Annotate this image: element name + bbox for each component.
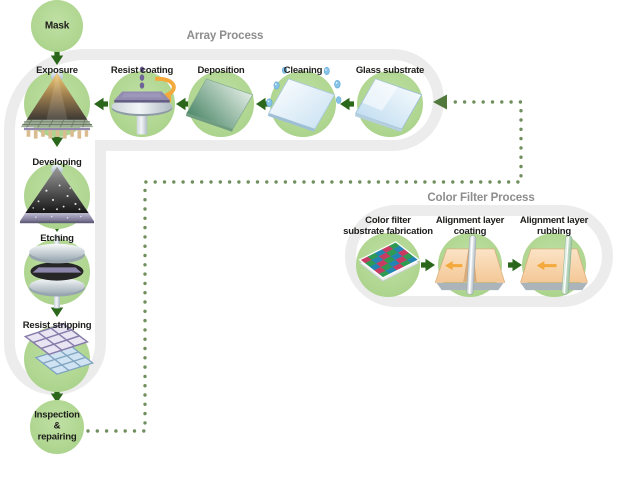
cleaning-label: Cleaning (283, 64, 323, 76)
array-process-title: Array Process (186, 30, 264, 42)
resist-coating-circle (109, 66, 176, 137)
alignment-layer-rubbing-circle (520, 233, 588, 297)
rgb-mosaic-plate-icon (358, 241, 421, 282)
inspection-repairing-label: Inspection & repairing (34, 409, 80, 443)
developing-circle (20, 163, 94, 229)
cleaning-spray-icon (266, 66, 342, 132)
mask-label: Mask (44, 20, 70, 32)
alignment-layer-rubbing-label: Alignment layer rubbing (519, 214, 589, 237)
deposition-plate-icon (185, 78, 254, 132)
etching-press-icon (29, 235, 85, 309)
exposure-lamp-icon (20, 70, 94, 139)
rubbing-roller-icon (520, 235, 588, 295)
glass-plate-icon (354, 78, 423, 133)
exposure-circle (20, 70, 94, 139)
repeat-loop-dotted-line (86, 100, 523, 433)
color-filter-process-title: Color Filter Process (427, 192, 535, 204)
developing-lamp-icon (20, 164, 94, 224)
resist-stripping-circle (23, 323, 95, 392)
deposition-circle (185, 71, 254, 137)
developing-label: Developing (32, 156, 82, 168)
etching-circle (24, 235, 90, 309)
deposition-label: Deposition (197, 64, 245, 76)
glass-substrate-label: Glass substrate (355, 64, 425, 76)
resist-stripping-label: Resist stripping (22, 319, 92, 331)
glass-substrate-circle (354, 71, 423, 137)
mask-circle: Mask (31, 0, 83, 52)
coating-roller-icon (434, 235, 506, 295)
repeat-loop-arrowhead (433, 94, 447, 110)
exposure-label: Exposure (36, 64, 78, 76)
patterned-plates-icon (23, 323, 95, 375)
spin-coater-icon (111, 66, 176, 135)
color-filter-substrate-fabrication-label: Color filter substrate fabrication (343, 214, 433, 237)
etching-label: Etching (40, 232, 74, 244)
resist-coating-label: Resist coating (110, 64, 174, 76)
cleaning-circle (266, 66, 342, 137)
inspection-repairing-circle: Inspection & repairing (30, 400, 84, 454)
alignment-layer-coating-circle (434, 233, 506, 297)
color-filter-substrate-fabrication-circle (356, 233, 421, 297)
alignment-layer-coating-label: Alignment layer coating (435, 214, 505, 237)
